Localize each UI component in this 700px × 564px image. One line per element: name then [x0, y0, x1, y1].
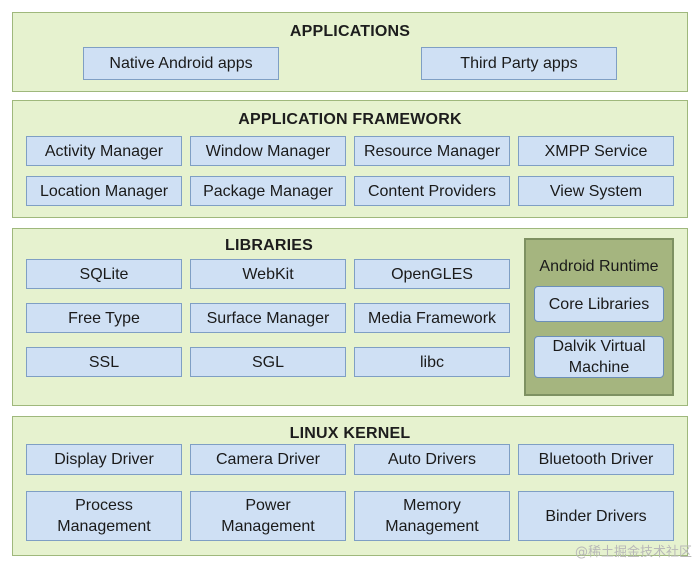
content-providers-box: Content Providers [354, 176, 510, 206]
view-system-box: View System [518, 176, 674, 206]
watermark: @稀土掘金技术社区 [574, 545, 692, 560]
android-runtime-title: Android Runtime [539, 258, 659, 275]
framework-title: APPLICATION FRAMEWORK [238, 111, 462, 128]
media-framework-box: Media Framework [354, 303, 510, 333]
bluetooth-driver-box: Bluetooth Driver [518, 444, 674, 475]
memory-management-box: Memory Management [354, 491, 510, 541]
display-driver-box: Display Driver [26, 444, 182, 475]
xmpp-service-box: XMPP Service [518, 136, 674, 166]
sqlite-box: SQLite [26, 259, 182, 289]
opengles-box: OpenGLES [354, 259, 510, 289]
window-manager-box: Window Manager [190, 136, 346, 166]
process-management-box: Process Management [26, 491, 182, 541]
applications-title: APPLICATIONS [289, 23, 411, 40]
power-management-box: Power Management [190, 491, 346, 541]
activity-manager-box: Activity Manager [26, 136, 182, 166]
free-type-box: Free Type [26, 303, 182, 333]
android-runtime-panel: Android Runtime Core Libraries Dalvik Vi… [524, 238, 674, 396]
surface-manager-box: Surface Manager [190, 303, 346, 333]
package-manager-box: Package Manager [190, 176, 346, 206]
third-party-apps-box: Third Party apps [421, 47, 617, 80]
native-android-apps-box: Native Android apps [83, 47, 279, 80]
camera-driver-box: Camera Driver [190, 444, 346, 475]
webkit-box: WebKit [190, 259, 346, 289]
libc-box: libc [354, 347, 510, 377]
libraries-title: LIBRARIES [224, 237, 314, 254]
binder-drivers-box: Binder Drivers [518, 491, 674, 541]
dalvik-vm-box: Dalvik Virtual Machine [534, 336, 664, 378]
sgl-box: SGL [190, 347, 346, 377]
resource-manager-box: Resource Manager [354, 136, 510, 166]
core-libraries-box: Core Libraries [534, 286, 664, 322]
auto-drivers-box: Auto Drivers [354, 444, 510, 475]
ssl-box: SSL [26, 347, 182, 377]
linux-kernel-title: LINUX KERNEL [289, 425, 411, 442]
location-manager-box: Location Manager [26, 176, 182, 206]
